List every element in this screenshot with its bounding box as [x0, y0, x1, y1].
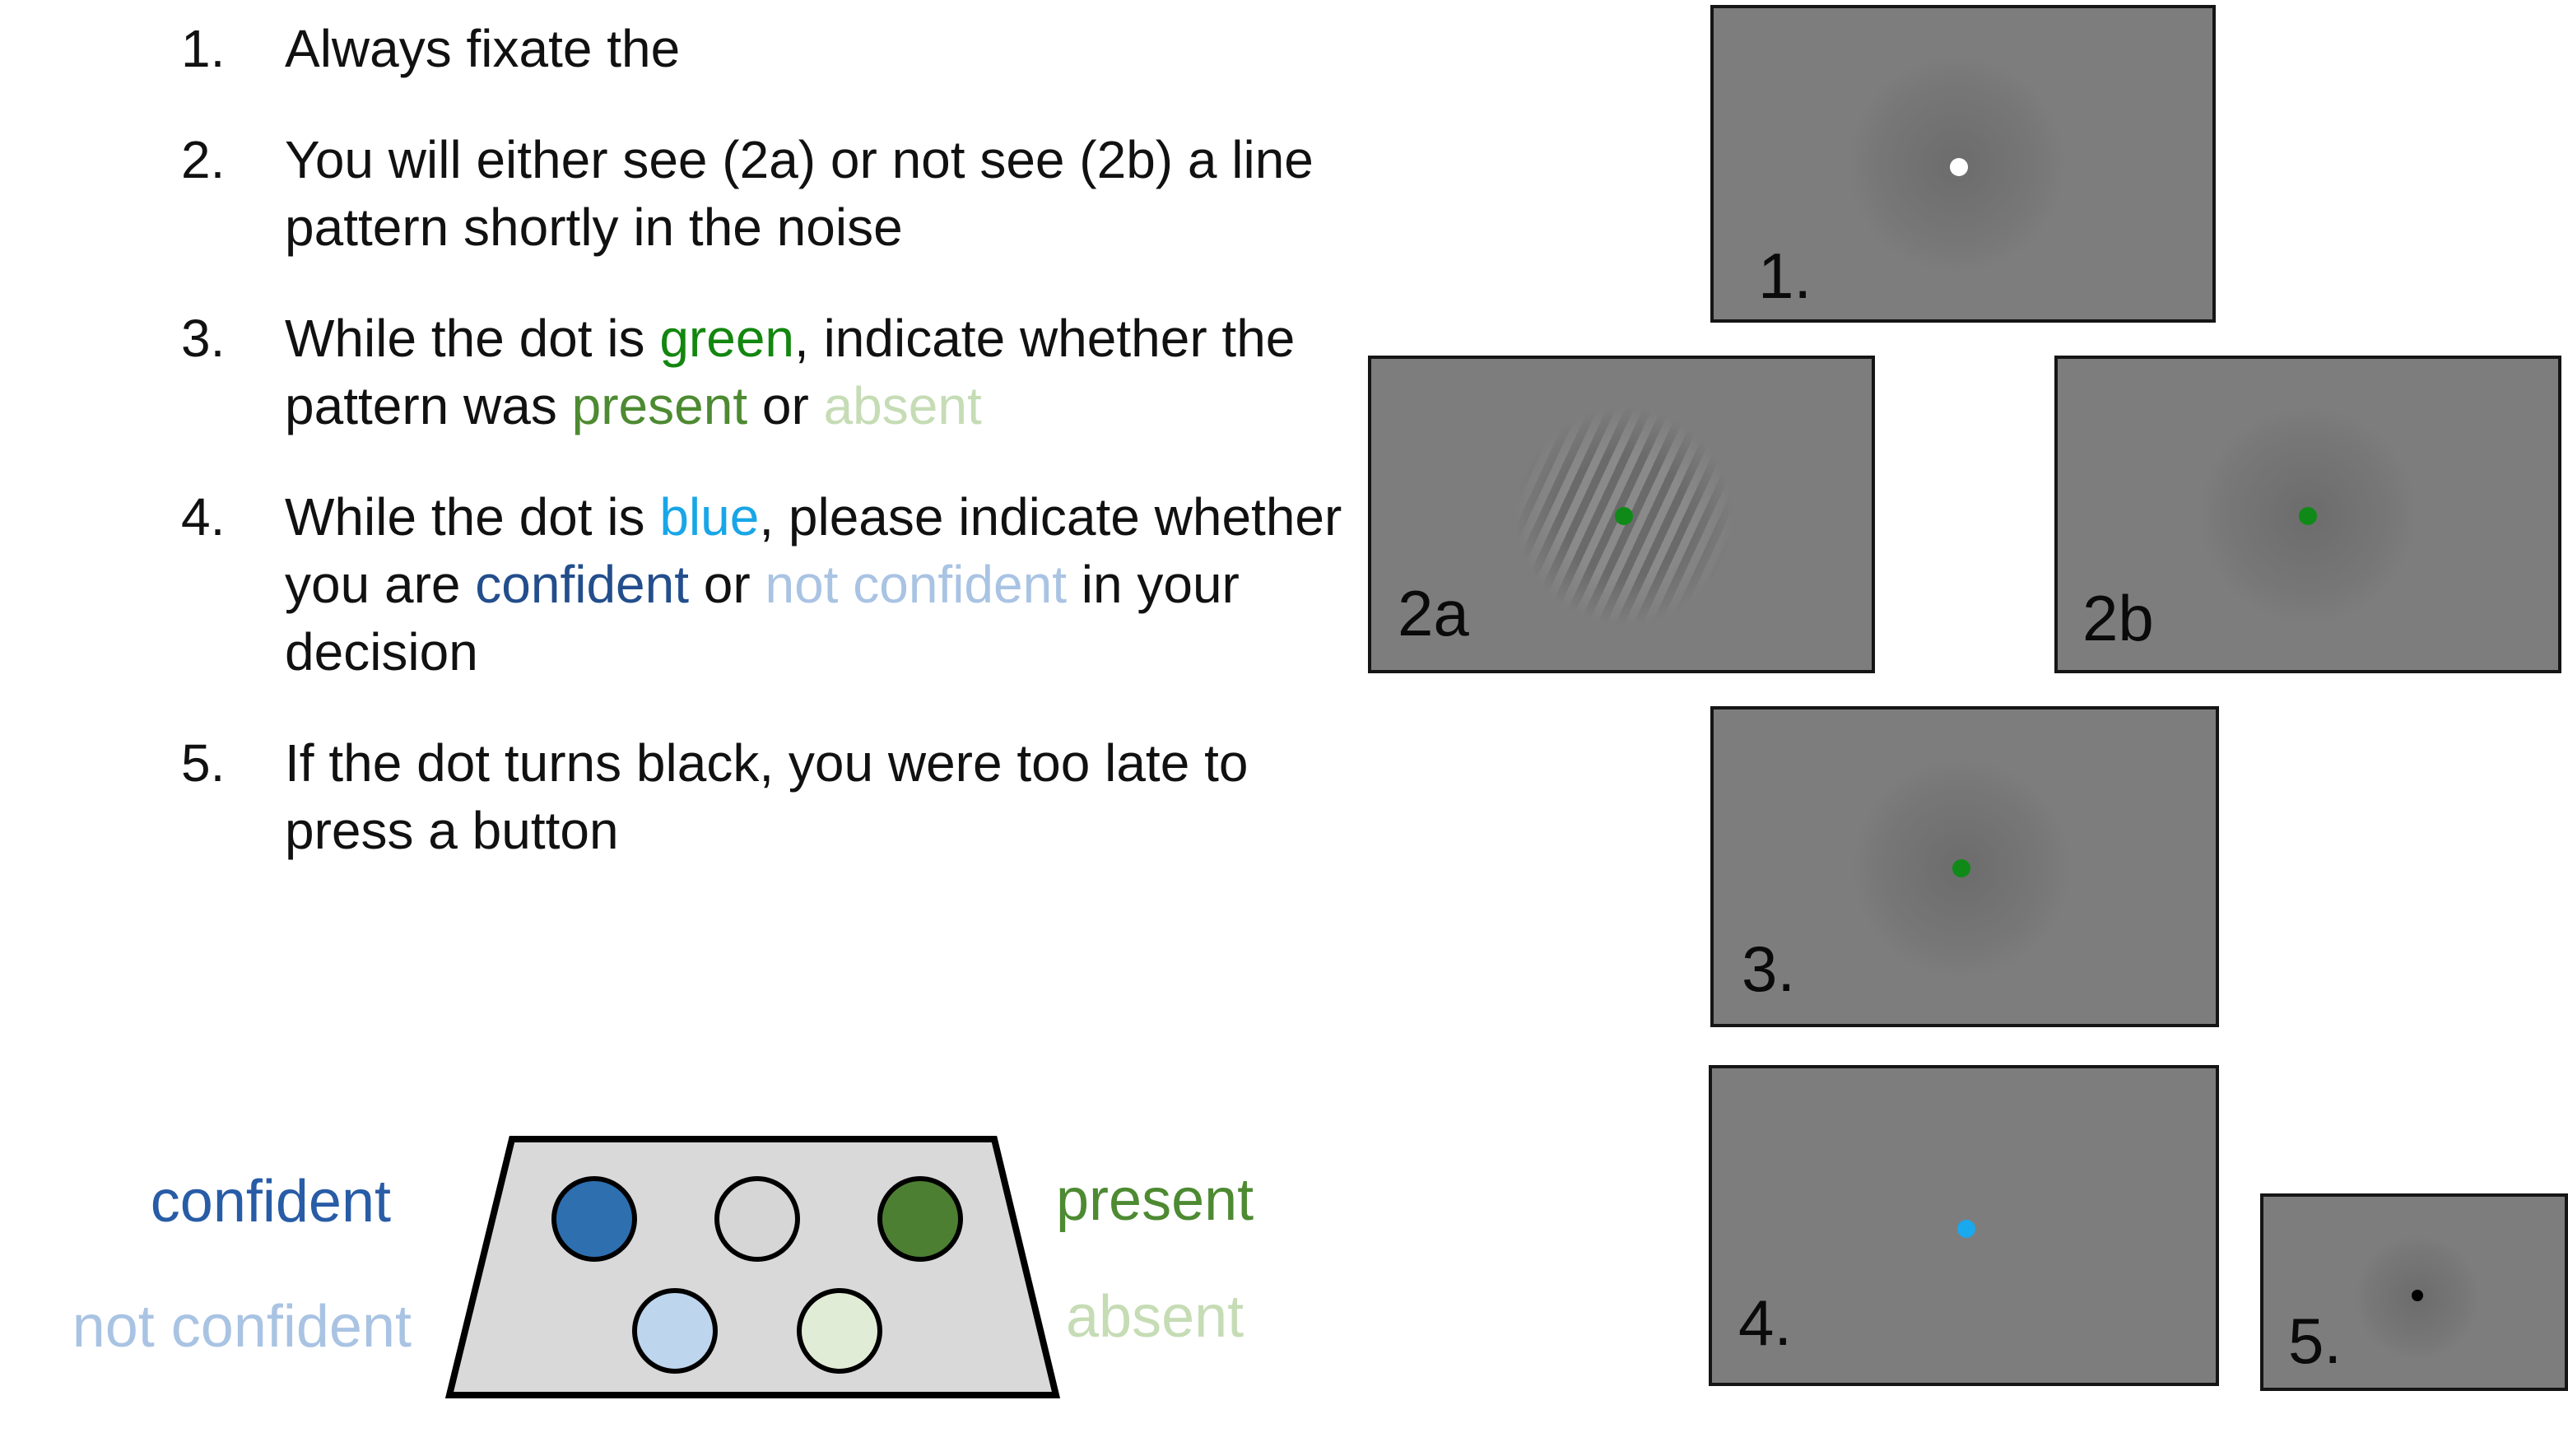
step-text: You will either see (2a) or not see (2b)… [285, 130, 1314, 257]
screen-5-too-late: 5. [2260, 1193, 2568, 1391]
instruction-step-5: 5. If the dot turns black, you were too l… [181, 729, 1366, 864]
absent-button [797, 1288, 882, 1374]
instruction-step-2: 2. You will either see (2a) or not see (2… [181, 126, 1366, 261]
instruction-step-4: 4. While the dot is blue, please indicate… [181, 483, 1366, 686]
step-number: 4. [181, 487, 226, 547]
present-button [877, 1176, 963, 1262]
screen-2b-pattern-absent: 2b [2054, 356, 2561, 673]
screen-label-1: 1. [1758, 240, 1812, 312]
fixation-dot-green [1952, 859, 1970, 877]
fixation-dot-black [2412, 1290, 2423, 1301]
screen-label-3: 3. [1742, 933, 1796, 1005]
confident-button [551, 1176, 637, 1262]
step-text-segment: or [747, 376, 824, 435]
step-text: If the dot turns black, you were too lat… [285, 733, 1248, 860]
step-text: While the dot is green, indicate whether… [285, 309, 1295, 435]
screen-label-2a: 2a [1398, 577, 1469, 649]
fixation-dot-green [2299, 507, 2317, 525]
step-text-segment: You will either see (2a) or not see (2b)… [285, 130, 1314, 257]
screen-3-detection-response: 3. [1710, 706, 2219, 1027]
screen-label-4: 4. [1738, 1286, 1793, 1359]
step-text-segment: blue [659, 487, 760, 547]
screen-1-fixation: 1. [1710, 5, 2216, 323]
step-text-segment: While the dot is [285, 487, 660, 547]
step-text-segment: confident [475, 555, 689, 614]
step-text-segment: or [689, 555, 765, 614]
label-not-confident: not confident [72, 1294, 412, 1360]
screen-2a-pattern-present: 2a [1368, 356, 1875, 673]
label-absent: absent [1066, 1284, 1244, 1350]
fixation-dot-blue [1957, 1220, 1975, 1238]
step-text-segment: , please indicate whether you are [285, 487, 1342, 614]
screen-label-5: 5. [2288, 1305, 2342, 1377]
not-confident-button [632, 1288, 718, 1374]
step-number: 3. [181, 309, 226, 368]
instruction-step-3: 3. While the dot is green, indicate wheth… [181, 305, 1366, 440]
step-number: 2. [181, 130, 226, 189]
step-text-segment: in your decision [285, 555, 1240, 681]
label-present: present [1056, 1167, 1254, 1233]
step-text-segment: Always fixate the [285, 19, 681, 78]
instruction-step-1: 1. Always fixate the [181, 15, 1366, 82]
step-text-segment: , indicate whether the pattern was [285, 309, 1296, 435]
fixation-dot-green [1615, 507, 1633, 525]
step-text-segment: present [571, 376, 748, 435]
label-confident: confident [151, 1169, 391, 1235]
step-text-segment: While the dot is [285, 309, 660, 368]
response-button-box: confident not confident present absent [72, 1136, 1254, 1398]
step-text-segment: green [659, 309, 794, 368]
instruction-list: 1. Always fixate the 2. You will either see… [181, 15, 1366, 908]
fixation-dot-white [1950, 158, 1968, 176]
neutral-button [714, 1176, 800, 1262]
step-number: 5. [181, 733, 226, 793]
step-text: Always fixate the [285, 19, 680, 78]
step-text-segment: If the dot turns black, you were too lat… [285, 733, 1249, 860]
screen-label-2b: 2b [2082, 582, 2154, 654]
step-text-segment: not confident [765, 555, 1067, 614]
step-number: 1. [181, 19, 226, 78]
step-text: While the dot is blue, please indicate w… [285, 487, 1342, 681]
step-text-segment: absent [823, 376, 982, 435]
screen-4-confidence-response: 4. [1709, 1065, 2219, 1386]
